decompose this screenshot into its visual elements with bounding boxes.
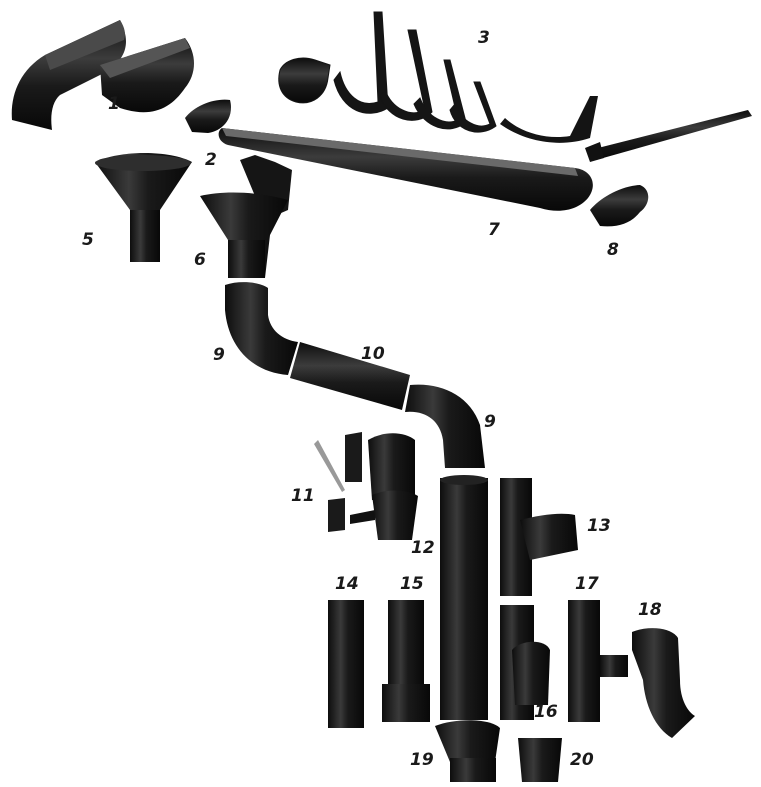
- outlet-elbow: [632, 628, 695, 738]
- gutter-end-cap-left: [185, 99, 232, 133]
- label-7: 7: [488, 220, 500, 240]
- label-15: 15: [400, 574, 424, 594]
- label-16: 16: [534, 702, 558, 722]
- label-19: 19: [410, 750, 434, 770]
- label-6: 6: [194, 250, 206, 270]
- branch-tee-straight: [568, 600, 628, 722]
- downpipe: [440, 475, 488, 720]
- pipe-with-socket: [382, 600, 430, 722]
- gutter-half-round: [218, 128, 593, 211]
- gutter-hangers: [278, 11, 497, 133]
- label-11: 11: [291, 486, 315, 506]
- elbow-lower: [405, 384, 485, 468]
- label-5: 5: [82, 230, 94, 250]
- label-9-lower: 9: [484, 412, 496, 432]
- label-10: 10: [361, 344, 385, 364]
- label-13: 13: [587, 516, 611, 536]
- reducer-adapter: [435, 720, 500, 782]
- inspection-pipe: [500, 605, 550, 720]
- pipe-short: [328, 600, 364, 728]
- label-9-upper: 9: [213, 345, 225, 365]
- funnel-outlet: [95, 153, 192, 262]
- label-14: 14: [335, 574, 359, 594]
- gutter-corner-outer: [11, 20, 126, 130]
- label-2: 2: [205, 150, 217, 170]
- gutter-corner-inner: [100, 38, 195, 113]
- label-8: 8: [607, 240, 619, 260]
- pipe-clamps: [314, 432, 418, 540]
- branch-tee: [500, 478, 578, 596]
- label-17: 17: [575, 574, 599, 594]
- pipe-socket-connector: [518, 738, 562, 782]
- label-20: 20: [570, 750, 594, 770]
- gutter-outlet: [200, 155, 292, 278]
- label-1: 1: [108, 94, 120, 114]
- label-12: 12: [411, 538, 435, 558]
- gutter-end-cap-right: [590, 185, 649, 227]
- elbow-upper: [225, 282, 298, 375]
- label-18: 18: [638, 600, 662, 620]
- label-3: 3: [478, 28, 490, 48]
- gutter-bracket-long: [500, 96, 752, 162]
- connecting-pipe: [290, 342, 410, 410]
